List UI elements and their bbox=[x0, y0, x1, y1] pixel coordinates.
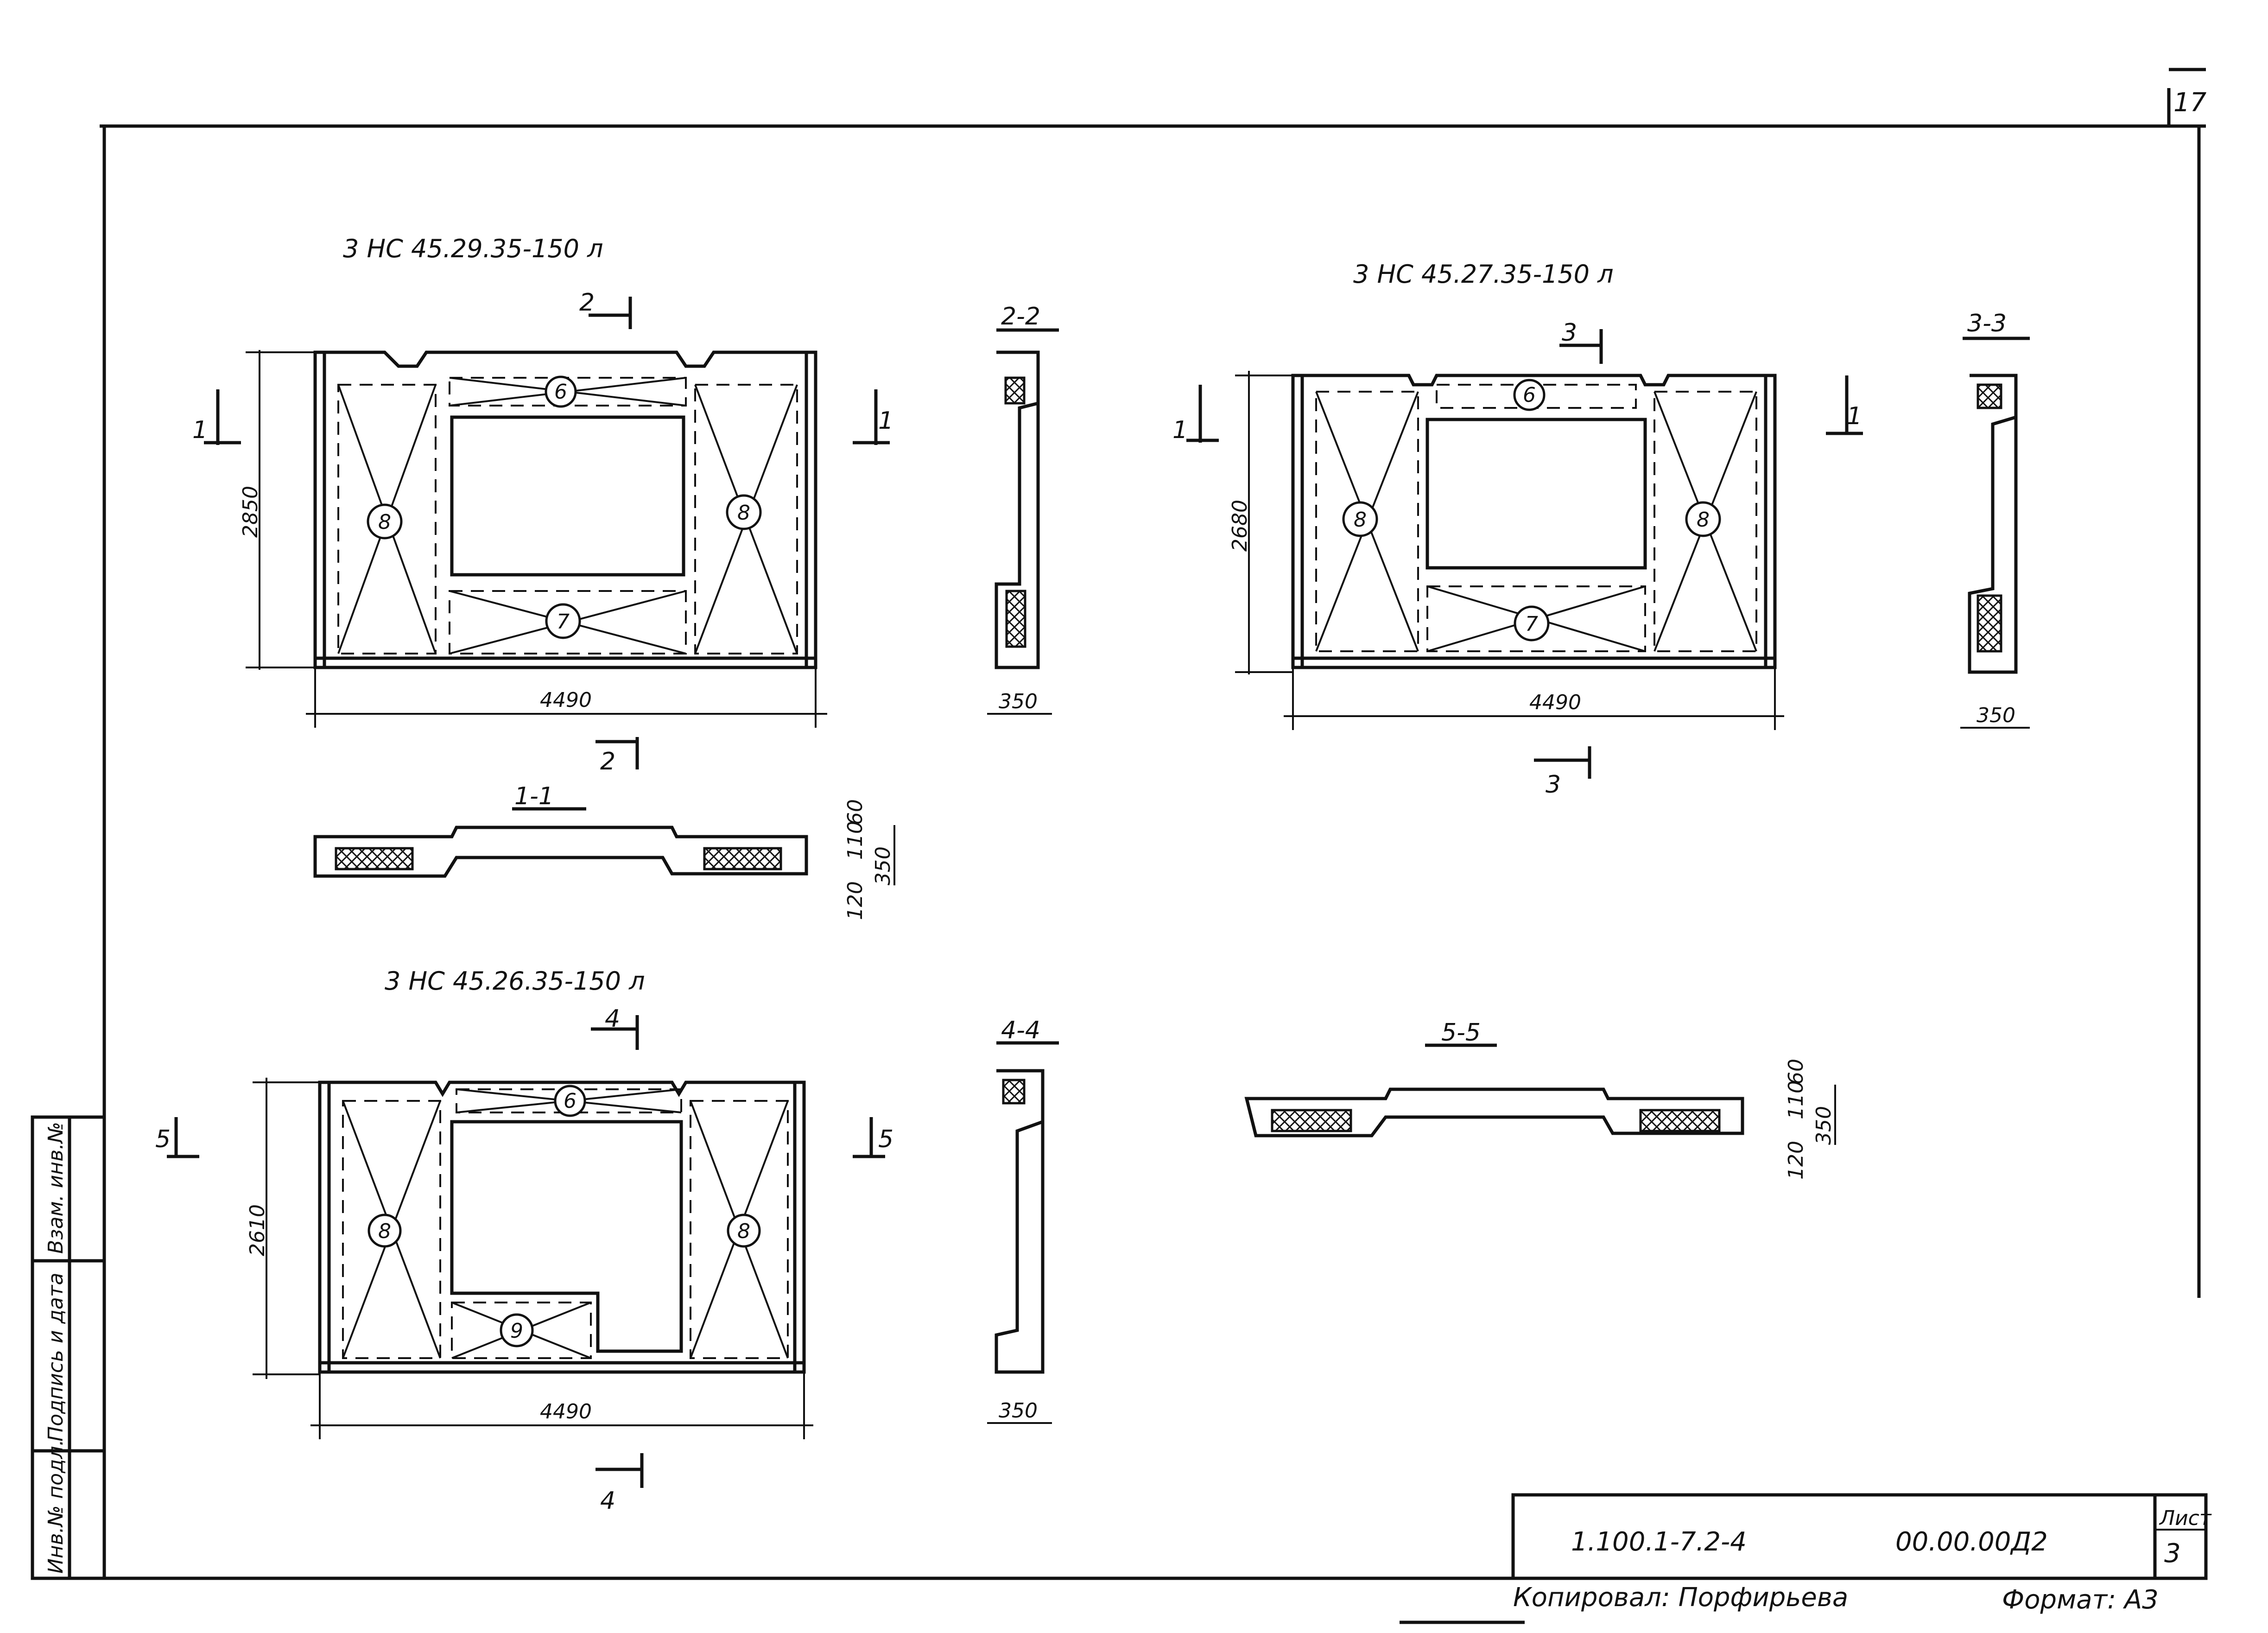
panel-2-section-bottom: 3 bbox=[1546, 771, 1561, 799]
plan-1-dim-120: 120 bbox=[843, 881, 867, 920]
panel-1-cut-right: 1 bbox=[878, 407, 893, 435]
panel-1-title: 3 НС 45.29.35-150 л bbox=[343, 234, 603, 263]
plan-1-label: 1-1 bbox=[514, 782, 554, 810]
panel-2-elevation: 3 НС 45.27.35-150 л 6 7 8 8 2680 4490 bbox=[1172, 260, 1863, 799]
panel-3-side-label: 4-4 bbox=[1001, 1017, 1040, 1044]
plan-section-5-5: 5-5 60 110 350 120 bbox=[1244, 1019, 1836, 1180]
panel-1-width: 4490 bbox=[540, 688, 592, 712]
doc-code: 1.100.1-7.2-4 bbox=[1571, 1527, 1747, 1557]
panel-3-height: 2610 bbox=[246, 1204, 269, 1256]
panel-1-section-top: 2 bbox=[579, 289, 595, 317]
panel-2-cut-right: 1 bbox=[1847, 402, 1862, 430]
panel-1-side-label: 2-2 bbox=[1001, 303, 1040, 330]
panel-3-side-thickness: 350 bbox=[999, 1399, 1038, 1423]
panel-3-cut-left: 5 bbox=[155, 1125, 171, 1153]
side-label-replaced: Взам. инв.№ bbox=[44, 1122, 68, 1254]
plan-section-1-1: 1-1 60 110 350 120 bbox=[313, 782, 895, 920]
plan-1-dim-110: 110 bbox=[843, 821, 867, 860]
plan-2-dim-120: 120 bbox=[1784, 1141, 1808, 1180]
side-label-inv: Инв.№ подл. bbox=[44, 1439, 68, 1574]
panel-1-height: 2850 bbox=[239, 486, 262, 538]
panel-3-side-section: 4-4 350 bbox=[987, 1017, 1059, 1424]
panel-3-mark-left: 8 bbox=[378, 1220, 391, 1243]
plan-1-dim-350: 350 bbox=[871, 846, 895, 885]
panel-1-side-section: 2-2 350 bbox=[987, 303, 1059, 715]
doc-number: 00.00.00Д2 bbox=[1895, 1527, 2048, 1557]
panel-1-mark-left: 8 bbox=[378, 510, 391, 534]
panel-1-cut-left: 1 bbox=[192, 416, 208, 444]
copied-by: Копировал: Порфирьева bbox=[1513, 1582, 1848, 1613]
sheet-label: Лист bbox=[2159, 1506, 2212, 1530]
panel-2-section-top: 3 bbox=[1562, 319, 1577, 347]
panel-3-section-top: 4 bbox=[605, 1005, 620, 1033]
panel-3-section-bottom: 4 bbox=[600, 1487, 615, 1515]
panel-2-mark-top: 6 bbox=[1523, 383, 1536, 407]
page-number: 17 bbox=[2173, 88, 2207, 118]
plan-1-dim-60: 60 bbox=[843, 799, 867, 825]
side-stamp: Инв.№ подл. Подпись и дата Взам. инв.№ bbox=[31, 1115, 106, 1580]
panel-1-side-thickness: 350 bbox=[999, 690, 1038, 713]
panel-3-mark-top: 6 bbox=[564, 1089, 577, 1113]
panel-3-elevation: 3 НС 45.26.35-150 л 6 9 8 8 2610 4490 bbox=[155, 966, 893, 1515]
panel-1-mark-right: 8 bbox=[737, 501, 750, 525]
panel-2-side-label: 3-3 bbox=[1967, 310, 2007, 337]
panel-3-mark-right: 8 bbox=[737, 1220, 750, 1243]
panel-3-title: 3 НС 45.26.35-150 л bbox=[385, 966, 645, 996]
sheet-frame: 17 bbox=[100, 68, 2207, 1580]
panel-2-height: 2680 bbox=[1228, 500, 1252, 552]
panel-2-side-thickness: 350 bbox=[1977, 704, 2015, 727]
panel-1-section-bottom: 2 bbox=[600, 748, 615, 775]
panel-1-mark-bottom: 7 bbox=[557, 610, 570, 634]
panel-2-title: 3 НС 45.27.35-150 л bbox=[1353, 260, 1614, 289]
panel-2-mark-left: 8 bbox=[1354, 508, 1367, 532]
panel-2-mark-bottom: 7 bbox=[1525, 612, 1538, 636]
panel-1-mark-top: 6 bbox=[554, 380, 567, 404]
panel-3-cut-right: 5 bbox=[878, 1125, 893, 1153]
panel-2-cut-left: 1 bbox=[1172, 416, 1188, 444]
paper-format: Формат: А3 bbox=[2002, 1585, 2159, 1615]
panel-3-width: 4490 bbox=[540, 1400, 592, 1423]
plan-2-dim-110: 110 bbox=[1784, 1080, 1808, 1119]
panel-2-width: 4490 bbox=[1529, 691, 1581, 714]
plan-2-dim-60: 60 bbox=[1784, 1059, 1808, 1085]
plan-2-label: 5-5 bbox=[1441, 1019, 1481, 1047]
sheet-value: 3 bbox=[2164, 1538, 2181, 1569]
panel-2-side-section: 3-3 350 bbox=[1960, 310, 2030, 729]
panel-2-mark-right: 8 bbox=[1697, 508, 1710, 532]
plan-2-dim-350: 350 bbox=[1812, 1106, 1836, 1145]
title-block: 1.100.1-7.2-4 00.00.00Д2 Лист 3 Копирова… bbox=[1400, 1493, 2212, 1624]
panel-3-mark-bottom: 9 bbox=[510, 1319, 523, 1343]
side-label-signature: Подпись и дата bbox=[44, 1273, 68, 1442]
panel-1-elevation: 3 НС 45.29.35-150 л 6 7 8 8 bbox=[192, 234, 893, 775]
